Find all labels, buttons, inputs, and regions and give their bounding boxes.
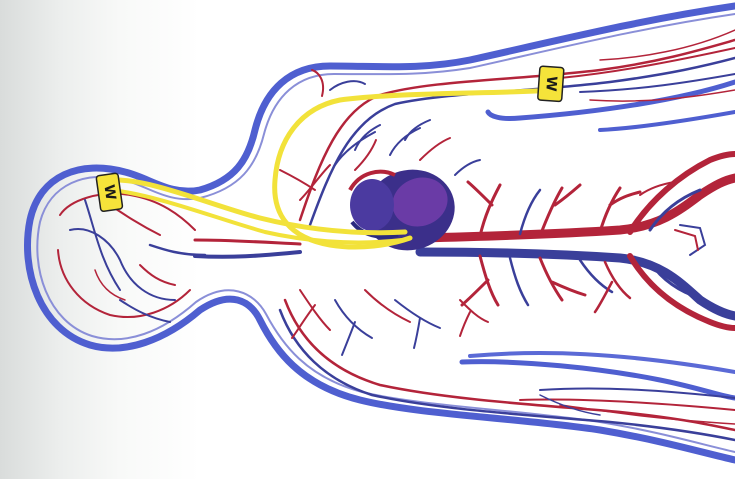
sensor-arm: W (538, 66, 564, 102)
sensor-head-label: W (100, 184, 118, 202)
head-vessels (58, 194, 300, 322)
sensor-arm-label: W (542, 76, 559, 93)
sensor-head: W (96, 173, 123, 212)
